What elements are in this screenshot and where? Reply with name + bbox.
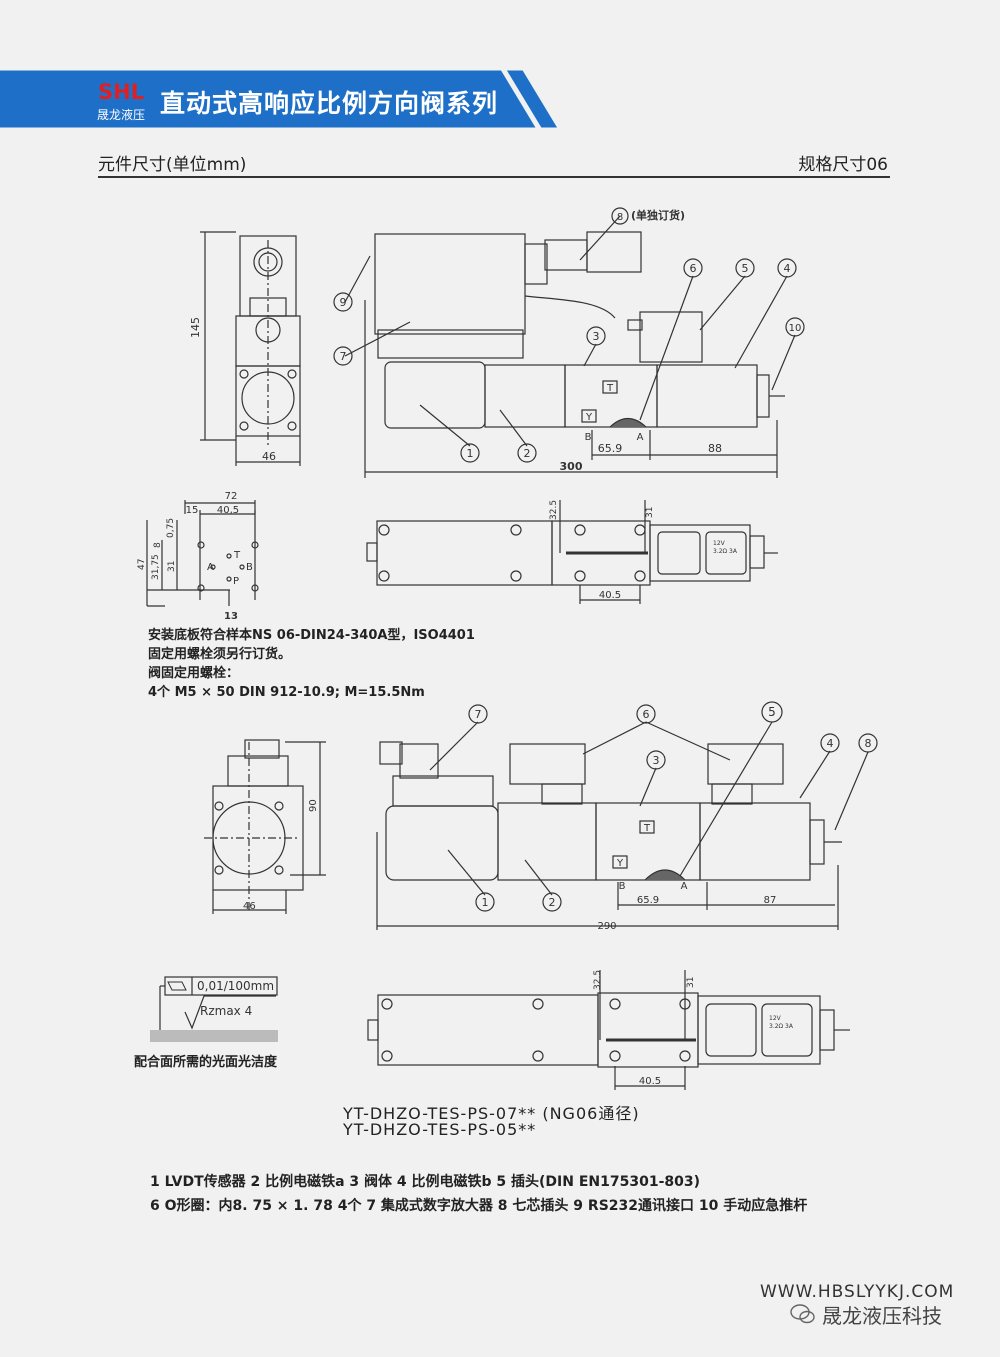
banner-shape [0,70,558,128]
surface-caption: 配合面所需的光面光洁度 [134,1055,278,1070]
surface-finish-symbol [159,976,278,1030]
callout-4: 4 [784,262,791,275]
top-view-2 [367,970,850,1090]
port2-a: A [681,881,688,892]
port2-t: T [643,823,651,834]
mount-label-a: A [207,562,214,573]
mounting-pattern [146,500,259,607]
dim2-290: 290 [597,921,616,932]
dim2-87: 87 [764,895,777,906]
mount-label-t: T [233,550,241,561]
mount-dim-31: 31 [167,561,177,572]
top1-label-line2: 3.2Ω 3A [713,548,738,555]
mount-dim-47: 47 [137,559,147,570]
dim-145: 145 [189,317,202,338]
surface-bar [150,1030,278,1042]
callout2-5: 5 [768,705,776,719]
mount-dim-13: 13 [224,611,238,622]
section-title-left: 元件尺寸(单位mm) [98,155,247,175]
port-y: Y [585,412,593,423]
top1-dim-32-5: 32.5 [549,500,559,520]
top1-label-line1: 12V [713,540,726,547]
callout2-1: 1 [482,896,489,909]
front-view-2 [376,741,842,930]
mount-dim-31-75: 31,75 [151,554,161,580]
port-a: A [637,432,644,443]
top2-label-line1: 12V [769,1015,782,1022]
callout2-6: 6 [643,708,650,721]
callout-8-note: (单独订货) [631,208,685,222]
note-line: 安装底板符合样本NS 06-DIN24-340A型，ISO4401 [148,628,475,643]
mount-dim-15: 15 [186,505,199,516]
callout-7: 7 [340,350,347,363]
mount-label-p: P [233,576,239,587]
legend-line-2: 6 O形圈：内8. 75 × 1. 78 4个 7 集成式数字放大器 8 七芯插… [150,1198,808,1214]
dim2-65-9: 65.9 [637,895,659,906]
brand-name: 晟龙液压 [97,108,146,122]
top1-dim-40-5: 40.5 [599,590,621,601]
website-url: WWW.HBSLYYKJ.COM [760,1282,955,1302]
dim-65-9: 65.9 [598,442,623,455]
callout-2: 2 [524,447,531,460]
mount-dim-40-5: 40,5 [217,505,239,516]
callout2-8: 8 [865,737,872,750]
port-t: T [606,383,614,394]
model-name-1: YT-DHZO-TES-PS-07** (NG06通径) [343,1104,640,1123]
dim-88: 88 [708,442,722,455]
dim2-46: 46 [243,901,256,912]
callout-3: 3 [593,330,600,343]
logo: SHL [98,80,150,104]
callout2-3: 3 [653,754,660,767]
port2-b: B [619,881,626,892]
top2-label-line2: 3.2Ω 3A [769,1023,794,1030]
wechat-icon [790,1303,816,1325]
surface-roughness: Rzmax 4 [200,1004,252,1018]
top-view-1 [366,500,778,604]
model-name-2: YT-DHZO-TES-PS-05** [343,1120,537,1139]
top2-dim-31: 31 [686,977,696,988]
port-b: B [585,432,592,443]
note-line: 4个 M5 × 50 DIN 912-10.9; M=15.5Nm [148,685,425,700]
mounting-notes: 安装底板符合样本NS 06-DIN24-340A型，ISO4401 固定用螺栓须… [148,626,475,702]
top2-dim-40-5: 40.5 [639,1076,661,1087]
note-line: 阀固定用螺栓： [148,666,240,681]
dim-300: 300 [560,460,583,473]
front-view-1 [364,231,785,478]
dim2-90: 90 [308,799,319,812]
note-line: 固定用螺栓须另行订货。 [148,647,292,662]
dim-46: 46 [262,450,276,463]
port2-y: Y [616,858,624,869]
callout-circles-1 [333,207,805,463]
callout-10: 10 [789,323,802,334]
section-rule [98,176,890,178]
mount-dim-72: 72 [225,491,238,502]
wechat-account: 晟龙液压科技 [822,1304,942,1328]
top1-dim-31: 31 [645,507,655,518]
mount-dim-0-75: 0,75 [166,518,176,538]
logo-text: SHL [98,80,144,102]
side-view-2 [204,739,326,914]
legend-line-1: 1 LVDT传感器 2 比例电磁铁a 3 阀体 4 比例电磁铁b 5 插头(DI… [150,1174,701,1190]
callout2-2: 2 [549,896,556,909]
callout2-7: 7 [475,708,482,721]
callout-8: 8 [617,212,623,223]
callout-1: 1 [467,447,474,460]
callout-circles-2 [468,701,878,912]
callout-leaders-2 [429,721,869,896]
callout-leaders-1 [344,215,796,447]
callout-5: 5 [742,262,749,275]
top2-dim-32-5: 32.5 [593,970,603,990]
surface-flatness: 0,01/100mm [197,979,274,993]
callout-9: 9 [340,296,347,309]
side-view-1 [200,231,301,466]
callout2-4: 4 [827,737,834,750]
page-title: 直动式高响应比例方向阀系列 [160,89,499,118]
mount-label-b: B [246,562,253,573]
section-title-right: 规格尺寸06 [798,155,888,175]
mount-dim-8: 8 [153,542,163,548]
callout-6: 6 [690,262,697,275]
